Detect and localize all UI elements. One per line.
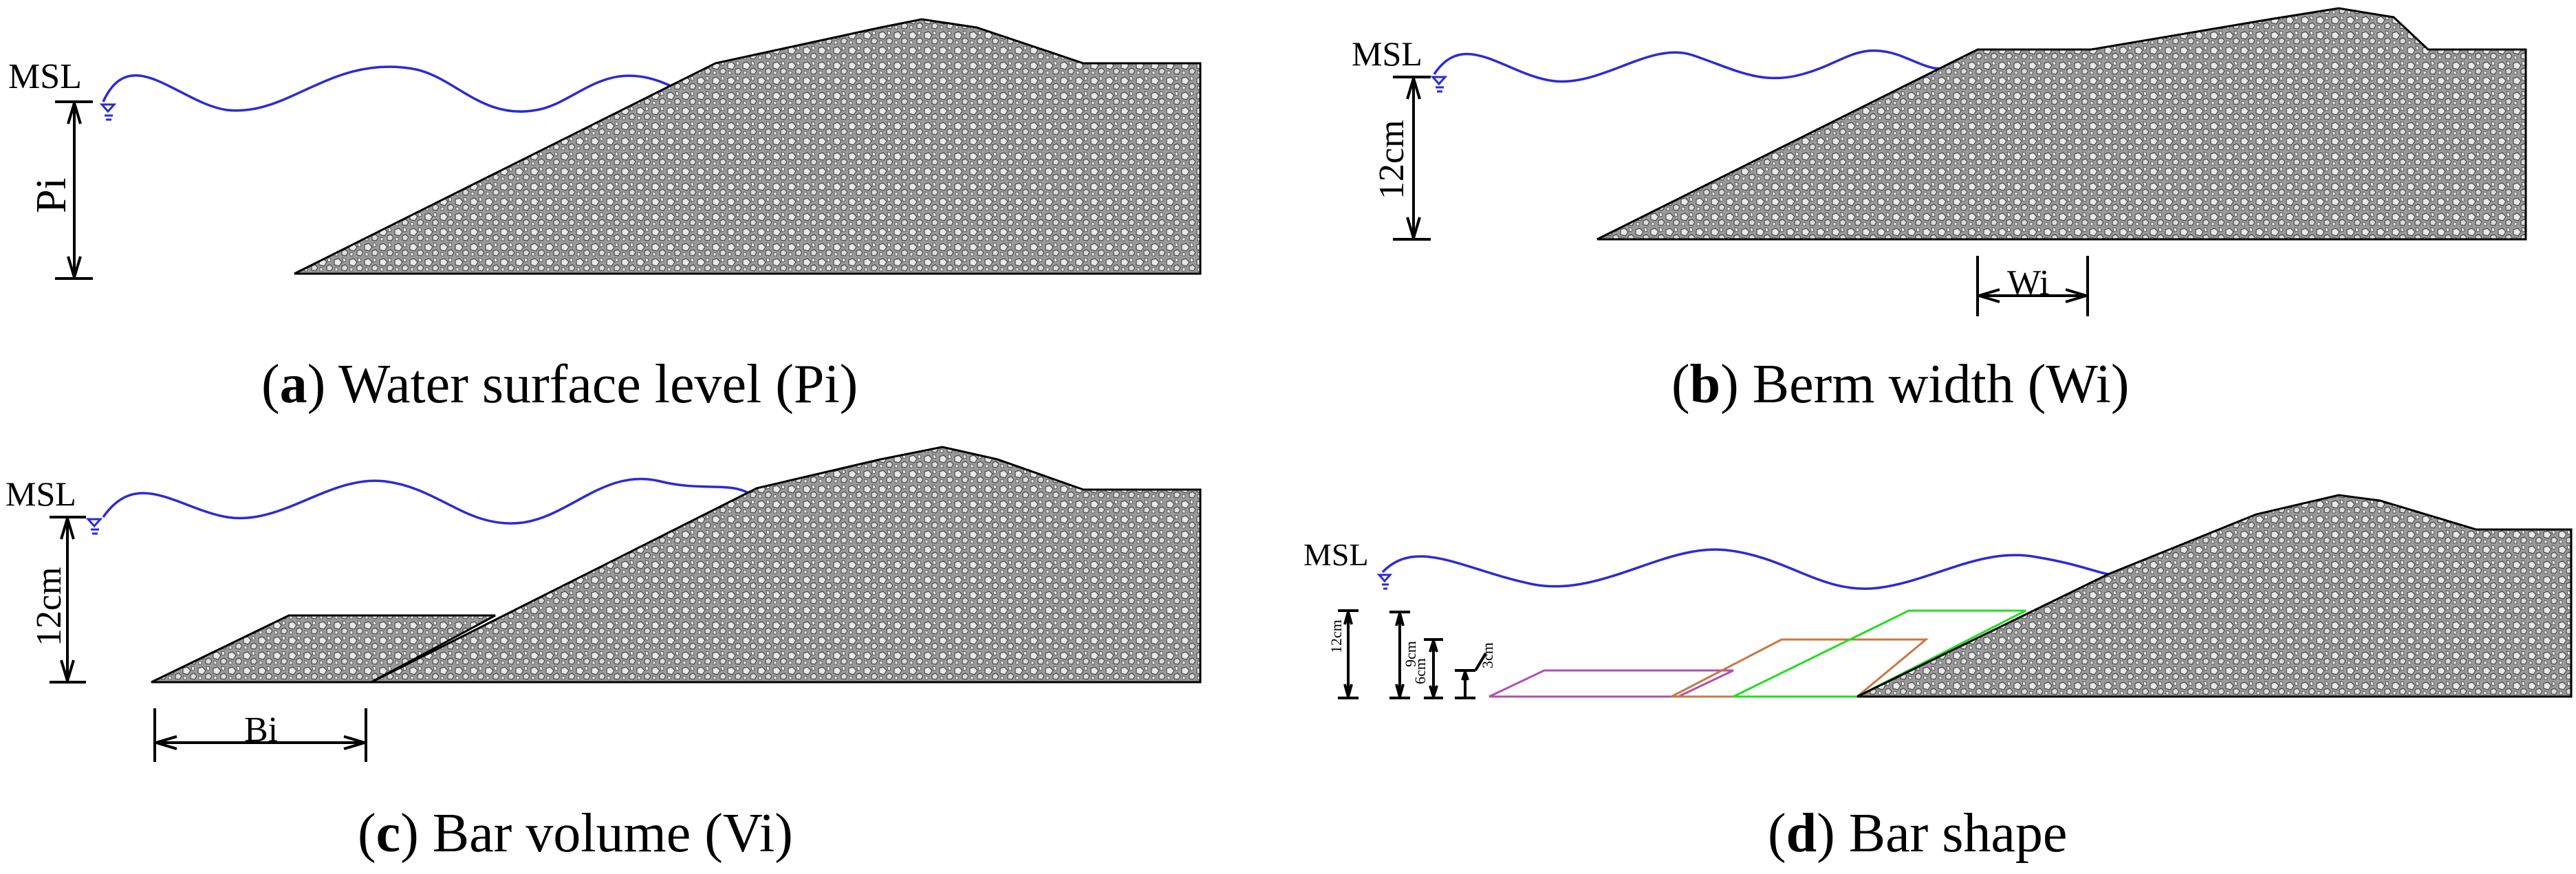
panel-b: MSL 12cm Wi (b) Berm width (Wi) bbox=[1352, 7, 2527, 415]
panel-a-wave bbox=[102, 65, 671, 113]
panel-d-water-level-marker bbox=[1376, 573, 1393, 590]
panel-c-bi-label: Bi bbox=[244, 710, 278, 750]
panel-b-dimension-depth bbox=[1393, 76, 1431, 241]
panel-b-msl-label: MSL bbox=[1352, 34, 1422, 73]
panel-d-12cm-label: 12cm bbox=[1328, 620, 1345, 653]
panel-d-caption: (d) Bar shape bbox=[1768, 803, 2067, 864]
panel-d-6cm-label: 6cm bbox=[1411, 658, 1429, 684]
panel-b-water-level-marker bbox=[1430, 76, 1448, 93]
panel-b-depth-label: 12cm bbox=[1372, 120, 1411, 199]
panel-a: MSL Pi (a) Water surface level (Pi) bbox=[8, 18, 1202, 415]
panel-b-caption: (b) Berm width (Wi) bbox=[1671, 354, 2130, 415]
panel-a-water-level-marker bbox=[99, 103, 117, 121]
panel-c-msl-label: MSL bbox=[6, 474, 76, 513]
panel-c-dimension-depth bbox=[50, 516, 86, 684]
panel-d-dimension-3cm bbox=[1455, 652, 1487, 699]
panel-b-dimension-width bbox=[1976, 256, 2089, 316]
panel-c-water-level-marker bbox=[85, 518, 103, 535]
panel-d-msl-label: MSL bbox=[1303, 537, 1369, 572]
panel-c-dimension-width bbox=[153, 708, 367, 762]
panel-c-caption: (c) Bar volume (Vi) bbox=[358, 803, 793, 864]
panel-c-wave bbox=[102, 477, 750, 525]
panel-c: MSL 12cm Bi (c) Bar volume (Vi) bbox=[6, 446, 1202, 864]
panel-a-breakwater bbox=[294, 18, 1202, 275]
panel-c-breakwater bbox=[371, 446, 1202, 684]
panel-d-dimension-6cm bbox=[1424, 638, 1443, 699]
panel-d-3cm-label: 3cm bbox=[1479, 642, 1496, 668]
panel-d: MSL 12cm 9cm 6cm 3cm (d) Bar shape bbox=[1303, 494, 2573, 864]
panel-b-breakwater bbox=[1597, 7, 2527, 241]
panel-d-bar-shape-3 bbox=[1733, 609, 2026, 698]
panel-d-wave bbox=[1381, 548, 2109, 590]
panel-d-bar-shape-1 bbox=[1489, 669, 1734, 698]
panel-c-depth-label: 12cm bbox=[30, 567, 69, 646]
panel-d-9cm-label: 9cm bbox=[1402, 641, 1419, 667]
panel-b-wi-label: Wi bbox=[2007, 263, 2049, 303]
panel-c-bar bbox=[151, 614, 496, 684]
panel-a-msl-label: MSL bbox=[8, 57, 82, 96]
panel-b-wave bbox=[1433, 49, 1955, 83]
panel-a-dimension-pi bbox=[55, 100, 93, 280]
panel-d-breakwater bbox=[1857, 494, 2573, 698]
panel-d-dimension-9cm bbox=[1389, 611, 1410, 699]
panel-a-caption: (a) Water surface level (Pi) bbox=[261, 354, 858, 415]
panel-a-pi-label: Pi bbox=[28, 177, 75, 213]
panel-d-dimension-12cm bbox=[1338, 609, 1359, 699]
